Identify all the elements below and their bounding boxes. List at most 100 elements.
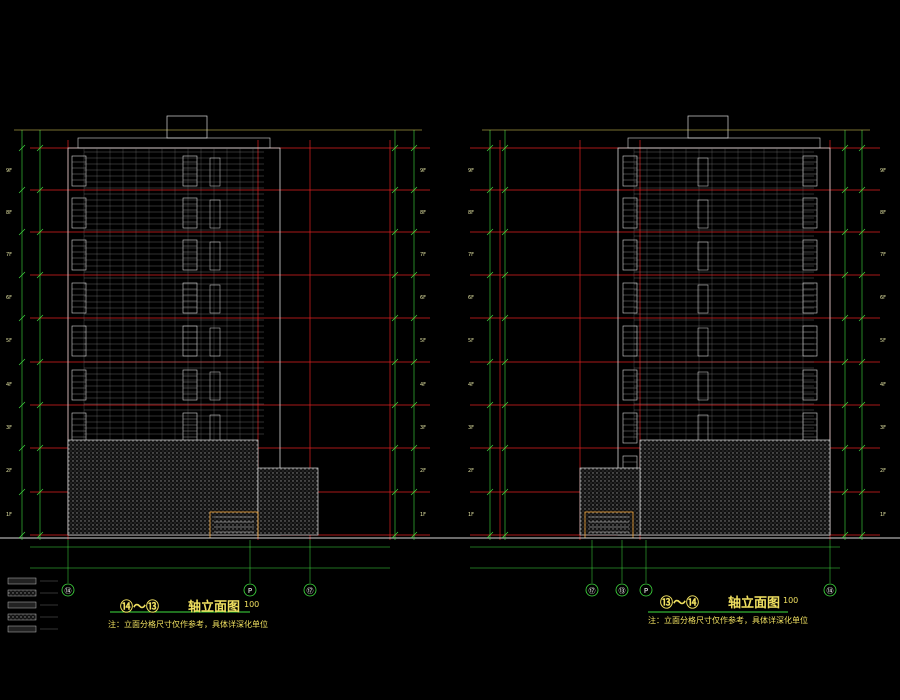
axis-bubble-label: ⑰ (589, 587, 596, 595)
dimension-tick (486, 358, 494, 366)
dimension-tick (841, 271, 849, 279)
mid-window (209, 284, 221, 314)
floor-label: 7F (6, 252, 12, 258)
mid-window (697, 157, 709, 187)
dimension-tick (36, 314, 44, 322)
dimension-tick (501, 488, 509, 496)
axis-bubble-label: P (248, 587, 252, 595)
dimension-tick (18, 401, 26, 409)
floor-label: 7F (880, 252, 886, 258)
axis-bubble-label: ⑭ (65, 587, 72, 595)
floor-label: 5F (420, 338, 426, 344)
roof-stair-tower (687, 115, 729, 139)
mid-window (697, 414, 709, 444)
dimension-tick (841, 144, 849, 152)
dimension-tick (18, 228, 26, 236)
floor-label: 8F (880, 210, 886, 216)
dimension-tick (486, 271, 494, 279)
axis-bubble (585, 583, 599, 597)
dimension-tick (391, 314, 399, 322)
dimension-tick (841, 314, 849, 322)
dimension-tick (858, 271, 866, 279)
window-bay (182, 239, 198, 271)
dimension-tick (18, 144, 26, 152)
axis-bubble-label: P (644, 587, 648, 595)
dimension-tick (501, 144, 509, 152)
dimension-tick (391, 228, 399, 236)
dimension-tick (391, 186, 399, 194)
mid-window (209, 157, 221, 187)
mid-window (209, 414, 221, 444)
dimension-tick (501, 271, 509, 279)
dimension-tick (486, 314, 494, 322)
dimension-tick (486, 144, 494, 152)
window-bay (622, 155, 638, 187)
dimension-tick (36, 228, 44, 236)
floor-label: 1F (6, 512, 12, 518)
dimension-tick (501, 186, 509, 194)
floor-label: 7F (420, 252, 426, 258)
floor-label: 5F (468, 338, 474, 344)
dimension-tick (410, 358, 418, 366)
dimension-tick (391, 271, 399, 279)
floor-label: 2F (468, 468, 474, 474)
dimension-tick (858, 228, 866, 236)
dimension-tick (841, 488, 849, 496)
dimension-tick (486, 531, 494, 539)
annex-block (257, 467, 319, 536)
dimension-tick (391, 488, 399, 496)
left-axis-range-label: ⑭～⑬ (120, 600, 160, 615)
floor-label: 3F (420, 425, 426, 431)
window-bay (802, 325, 818, 357)
dimension-tick (410, 144, 418, 152)
mid-window (697, 241, 709, 271)
dimension-tick (858, 401, 866, 409)
dimension-tick (486, 186, 494, 194)
dimension-tick (36, 444, 44, 452)
window-bay (622, 197, 638, 229)
annex-block (579, 467, 641, 536)
floor-label: 9F (468, 168, 474, 174)
dimension-tick (391, 144, 399, 152)
window-bay (802, 197, 818, 229)
dimension-tick (36, 358, 44, 366)
dimension-tick (391, 444, 399, 452)
dimension-tick (841, 186, 849, 194)
window-bay (622, 325, 638, 357)
floor-label: 9F (6, 168, 12, 174)
dimension-tick (841, 401, 849, 409)
window-bay (622, 239, 638, 271)
floor-label: 6F (468, 295, 474, 301)
dimension-tick (18, 271, 26, 279)
legend-swatch (7, 601, 37, 609)
floor-label: 9F (420, 168, 426, 174)
axis-bubble-label: ⑬ (619, 587, 626, 595)
material-legend (7, 577, 58, 633)
roof-stair-tower (166, 115, 208, 139)
window-bay (182, 197, 198, 229)
dimension-tick (858, 531, 866, 539)
floor-label: 2F (6, 468, 12, 474)
mid-window (697, 199, 709, 229)
right-scale: 100 (783, 596, 799, 605)
axis-bubble-label: ⑰ (307, 587, 314, 595)
dimension-tick (501, 314, 509, 322)
window-bay (182, 282, 198, 314)
window-bay (71, 282, 87, 314)
floor-label: 3F (880, 425, 886, 431)
window-bay (71, 369, 87, 401)
dimension-tick (36, 271, 44, 279)
floor-label: 4F (6, 382, 12, 388)
floor-label: 2F (420, 468, 426, 474)
dimension-tick (410, 531, 418, 539)
mid-window (209, 199, 221, 229)
right-axis-range-label: ⑬～⑭ (660, 596, 700, 611)
window-bay (802, 155, 818, 187)
floor-label: 9F (880, 168, 886, 174)
window-bay (71, 239, 87, 271)
axis-bubble (243, 583, 257, 597)
legend-swatch (7, 625, 37, 633)
dimension-tick (501, 444, 509, 452)
